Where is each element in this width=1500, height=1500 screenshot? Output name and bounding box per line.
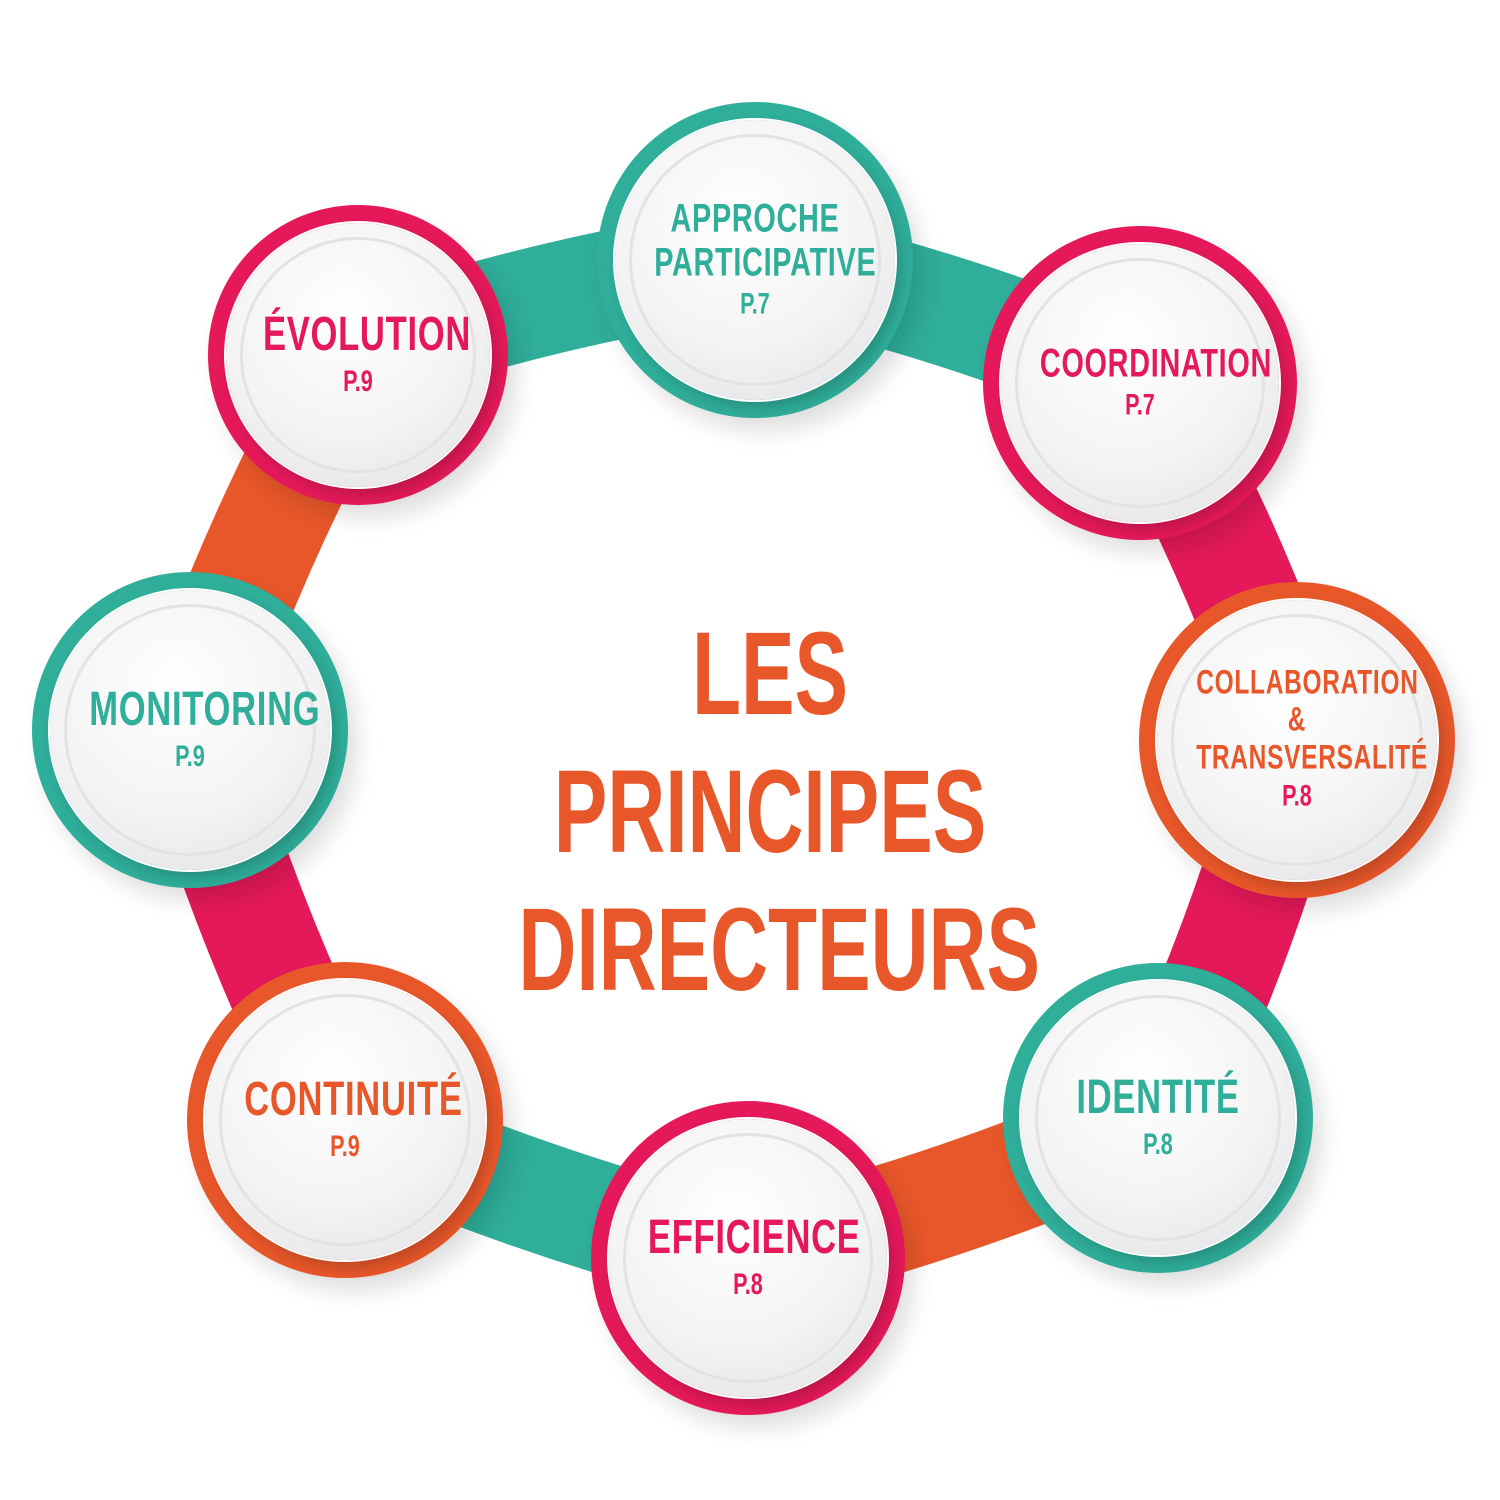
principle-label: CONTINUITÉ [244,1073,463,1127]
page-reference: P.8 [733,1267,763,1301]
page-reference: P.8 [1282,779,1312,813]
page-reference: P.7 [1125,388,1155,422]
diagram-title: LES PRINCIPES DIRECTEURS [400,605,1140,1019]
page-reference: P.7 [740,287,770,321]
principle-label: ÉVOLUTION [262,308,472,362]
principle-label: MONITORING [89,683,321,737]
principle-label: PARTICIPATIVE [654,240,877,285]
title-line-2: DIRECTEURS [518,884,1041,1016]
principle-label: EFFICIENCE [647,1211,861,1265]
principle-label: TRANSVERSALITÉ [1196,738,1428,777]
principle-label: IDENTITÉ [1076,1071,1240,1125]
page-reference: P.8 [1143,1127,1173,1161]
title-line-1: LES PRINCIPES [553,608,987,878]
page-reference: P.9 [330,1129,360,1163]
page-reference: P.9 [343,364,373,398]
principle-label: APPROCHE [670,196,840,241]
principle-label: & [1287,700,1307,739]
principle-label: COORDINATION [1039,341,1273,386]
principle-label: COLLABORATION [1196,663,1419,702]
page-reference: P.9 [175,739,205,773]
